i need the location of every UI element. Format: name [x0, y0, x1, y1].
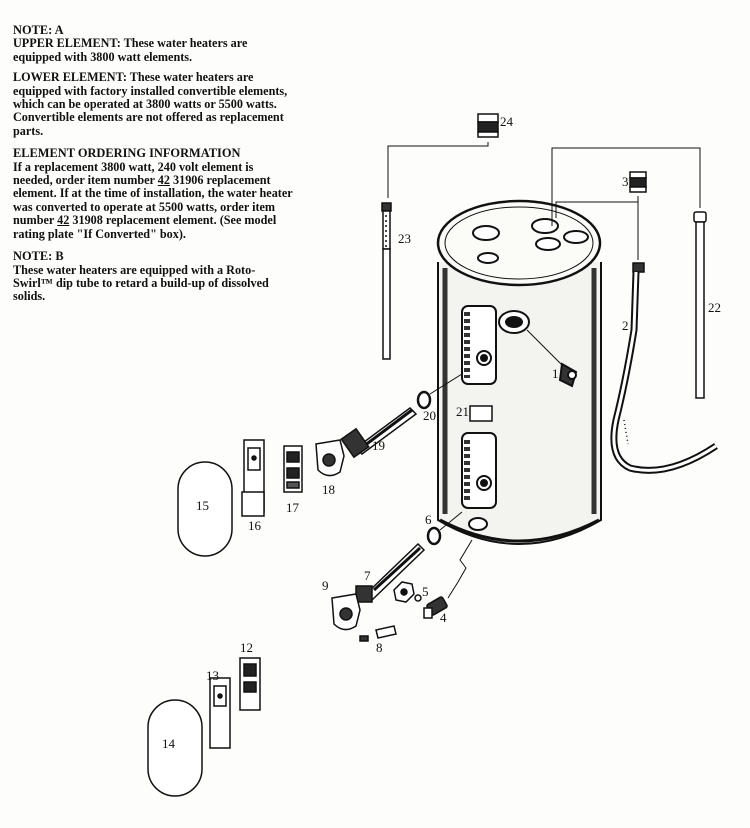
upper-insulation-pad [241, 439, 265, 517]
upper-thermostat [283, 445, 303, 493]
note-a-upper: UPPER ELEMENT: These water heaters are e… [13, 36, 248, 64]
anode-leader-line [387, 142, 489, 198]
part-label-12: 12 [240, 640, 253, 655]
ordering-heading: ELEMENT ORDERING INFORMATION [13, 146, 241, 161]
part-label-22: 22 [708, 300, 721, 315]
drain-valve [423, 596, 448, 619]
drain-opening [468, 517, 488, 531]
part-label-16: 16 [248, 518, 262, 533]
part-label-3: 3 [622, 174, 629, 189]
part-label-7: 7 [364, 568, 371, 583]
part-label-6: 6 [425, 512, 432, 527]
lower-thermostat [239, 657, 261, 711]
part-label-17: 17 [286, 500, 300, 515]
upper-access-panel [461, 305, 497, 385]
part-label-9: 9 [322, 578, 329, 593]
ordering-body: If a replacement 3800 watt, 240 volt ele… [13, 159, 293, 241]
part-label-20: 20 [423, 408, 436, 423]
dip-tube [610, 262, 718, 474]
lower-gasket [426, 526, 442, 546]
ordering-code-2: 42 [57, 213, 70, 228]
upper-gasket [416, 390, 432, 410]
lower-element-leader [439, 511, 463, 531]
part-label-24: 24 [500, 114, 514, 129]
relief-valve-hole [505, 316, 523, 328]
part-label-18: 18 [322, 482, 335, 497]
rating-plate [469, 405, 493, 422]
upper-thermostat-bracket [315, 439, 345, 477]
part-label-21: 21 [456, 404, 469, 419]
ordering-text-2: 31906 replacement element. If at the tim… [13, 173, 293, 228]
hot-outlet-tube [693, 211, 707, 399]
upper-element-leader [429, 373, 463, 395]
upper-access-cover [177, 461, 233, 557]
wire-harness-clip [359, 625, 397, 642]
ordering-text-1: If a replacement 3800 watt, 240 volt ele… [13, 159, 254, 188]
lower-heating-element [355, 542, 426, 603]
lower-access-cover [147, 699, 203, 797]
part-label-14: 14 [162, 736, 176, 751]
upper-heating-element [340, 407, 418, 459]
part-label-8: 8 [376, 640, 383, 655]
outlet-leader-line [551, 147, 701, 226]
inlet-nipple-cap [629, 171, 647, 193]
drain-leader-line [447, 539, 473, 599]
note-a-lower: LOWER ELEMENT: These water heaters are e… [13, 70, 288, 138]
note-b-heading: NOTE: B [13, 249, 64, 264]
note-a-heading: NOTE: A [13, 23, 64, 37]
part-label-23: 23 [398, 231, 411, 246]
part-label-13: 13 [206, 668, 219, 683]
anode-rod [381, 202, 392, 360]
relief-valve [526, 329, 578, 388]
part-label-5: 5 [422, 584, 429, 599]
note-b-body: These water heaters are equipped with a … [13, 262, 269, 304]
anode-cap [477, 113, 499, 138]
notes-panel: NOTE: A UPPER ELEMENT: These water heate… [13, 23, 293, 311]
part-label-1: 1 [552, 366, 559, 381]
lower-access-panel [461, 432, 497, 509]
ordering-text-3: 31908 replacement element. (See model ra… [13, 213, 277, 241]
part-label-2: 2 [622, 318, 629, 333]
part-label-19: 19 [372, 438, 385, 453]
part-label-4: 4 [440, 610, 447, 625]
cap-leader-line [555, 196, 639, 218]
lower-thermostat-bracket [331, 593, 361, 631]
ordering-code-1: 42 [157, 173, 170, 188]
part-label-15: 15 [196, 498, 209, 513]
lower-insulation-pad [209, 677, 231, 749]
drain-fittings [393, 581, 422, 603]
